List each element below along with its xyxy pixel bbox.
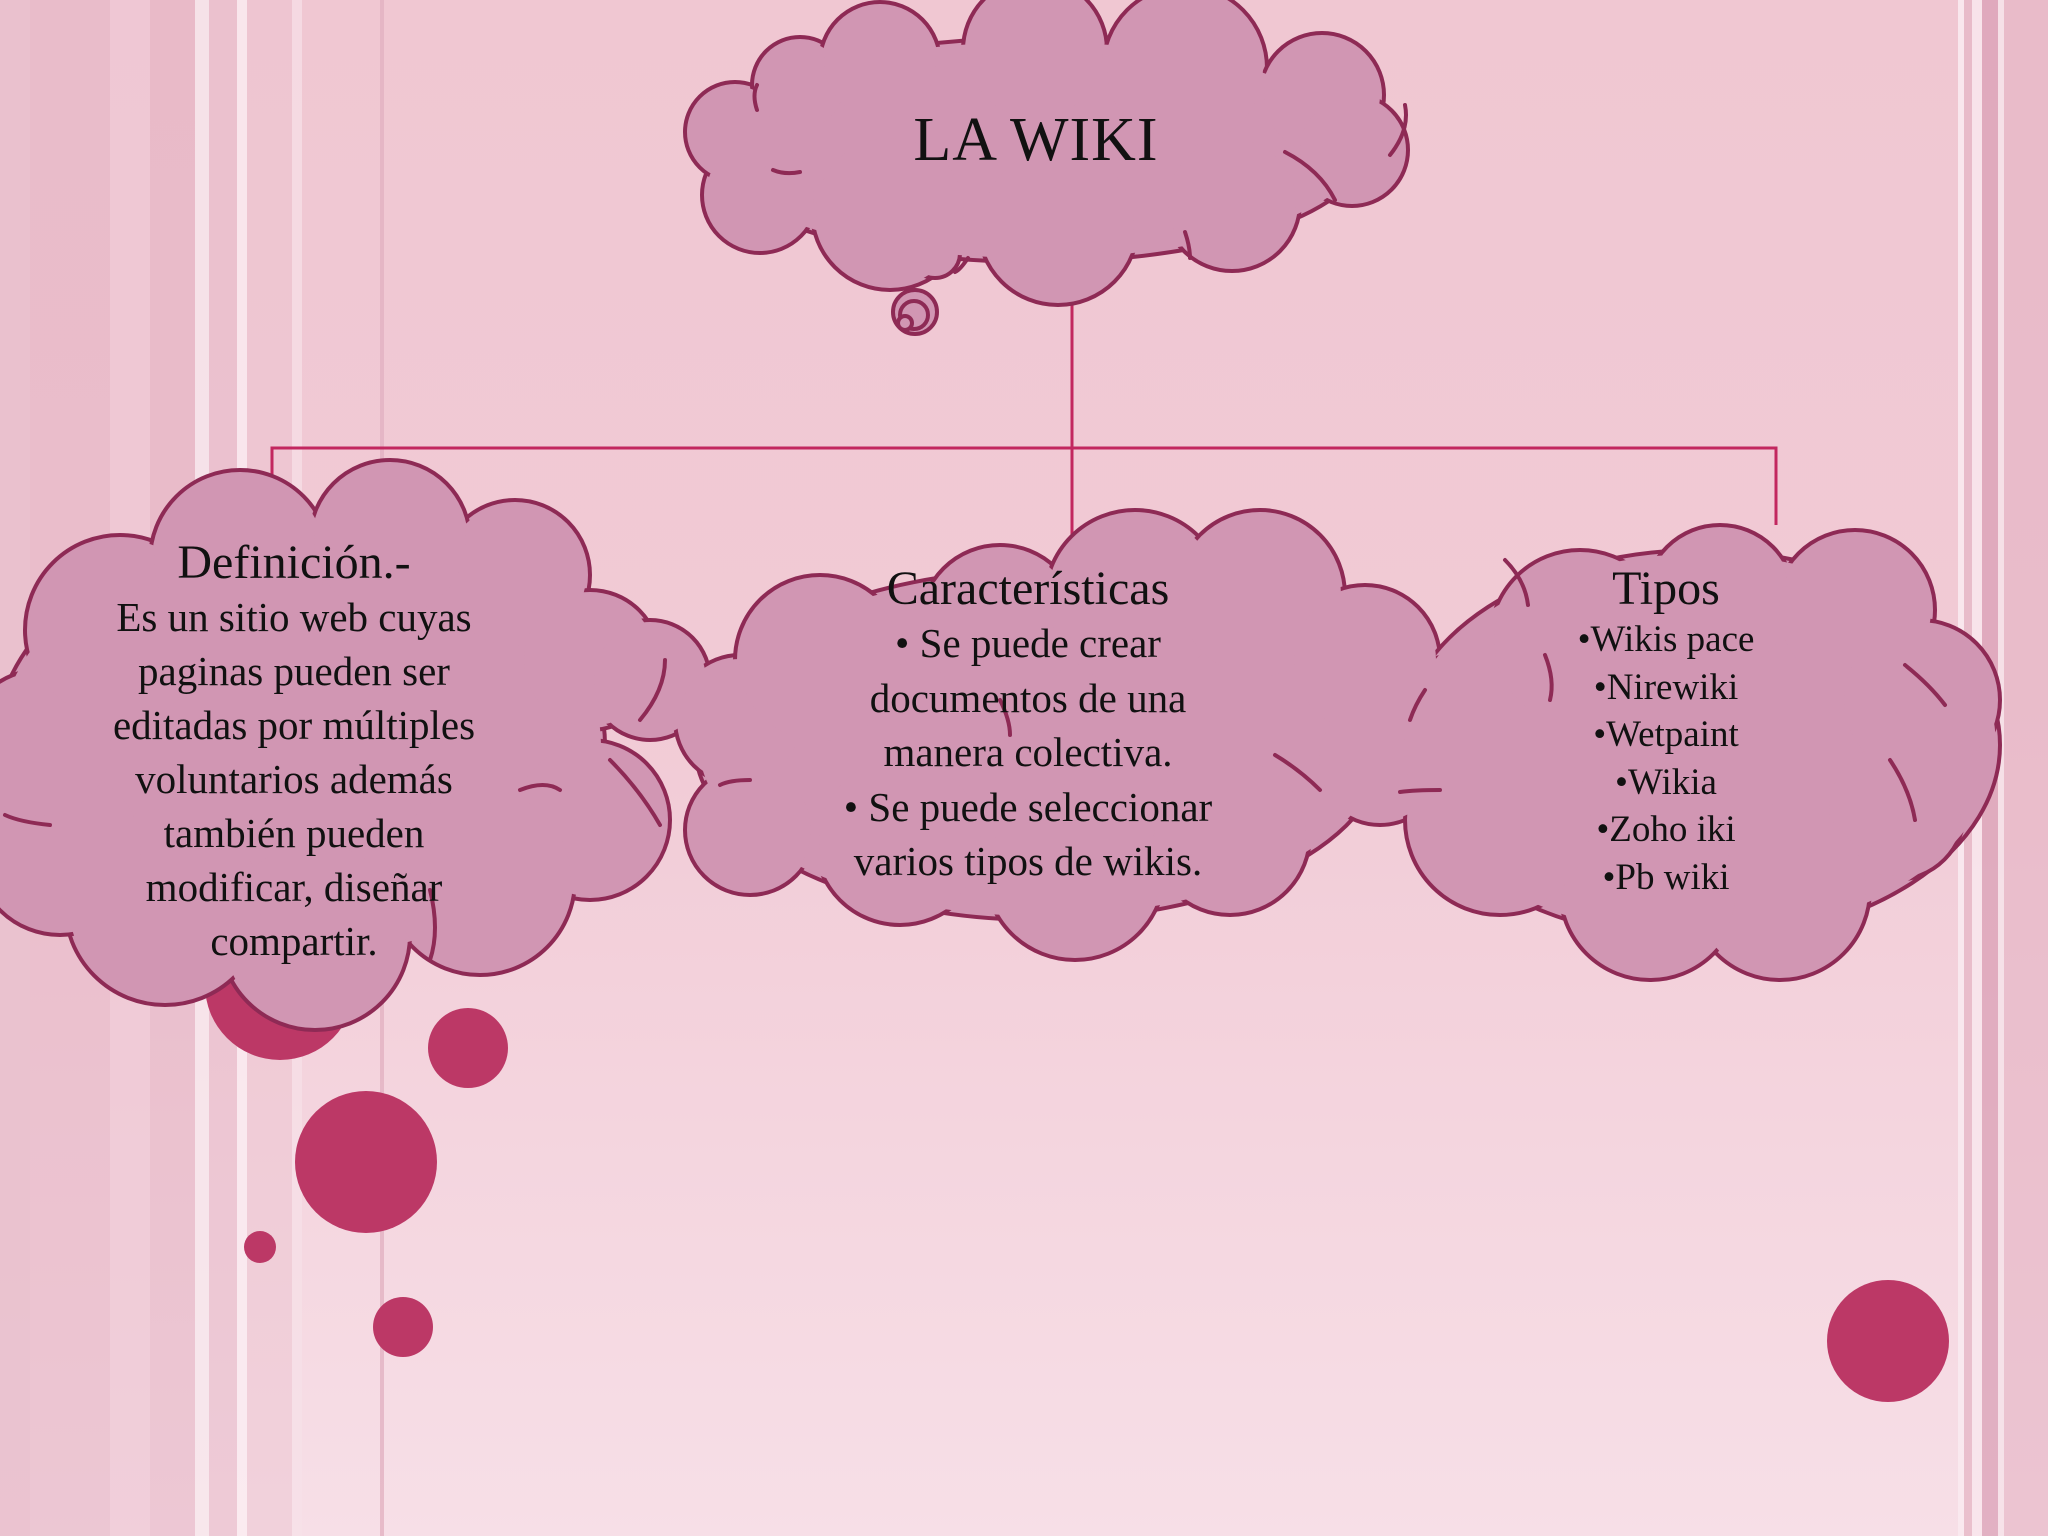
tipos-list-item: •Wetpaint (1516, 711, 1816, 759)
definicion-line: voluntarios además (44, 752, 544, 806)
tipos-list-item: •Pb wiki (1516, 854, 1816, 902)
definicion-heading: Definición.- (44, 535, 544, 590)
caracteristicas-line: • Se puede crear (778, 616, 1278, 671)
tipos-list: •Wikis pace •Nirewiki •Wetpaint •Wikia •… (1516, 616, 1816, 901)
definicion-line: también pueden (44, 806, 544, 860)
definicion-line: Es un sitio web cuyas (44, 590, 544, 644)
tipos-list-item: •Wikis pace (1516, 616, 1816, 664)
caracteristicas-node: Características • Se puede crear documen… (778, 561, 1278, 889)
tipos-heading: Tipos (1516, 561, 1816, 616)
decorative-dots (205, 910, 1949, 1402)
caracteristicas-line: documentos de una (778, 671, 1278, 726)
tipos-list-item: •Nirewiki (1516, 664, 1816, 712)
caracteristicas-line: manera colectiva. (778, 725, 1278, 780)
definicion-line: compartir. (44, 914, 544, 968)
decorative-dot (244, 1231, 276, 1263)
decorative-dot (428, 1008, 508, 1088)
decorative-dot (1827, 1280, 1949, 1402)
definicion-line: modificar, diseñar (44, 860, 544, 914)
root-title: LA WIKI (836, 105, 1236, 176)
decorative-dot (373, 1297, 433, 1357)
decorative-dot (295, 1091, 437, 1233)
definicion-node: Definición.- Es un sitio web cuyas pagin… (44, 535, 544, 968)
tipos-list-item: •Zoho iki (1516, 806, 1816, 854)
tipos-node: Tipos •Wikis pace •Nirewiki •Wetpaint •W… (1516, 561, 1816, 901)
caracteristicas-heading: Características (778, 561, 1278, 616)
caracteristicas-line: • Se puede seleccionar (778, 780, 1278, 835)
caracteristicas-body: • Se puede crear documentos de una maner… (778, 616, 1278, 889)
definicion-line: editadas por múltiples (44, 698, 544, 752)
caracteristicas-line: varios tipos de wikis. (778, 834, 1278, 889)
tipos-list-item: •Wikia (1516, 759, 1816, 807)
definicion-body: Es un sitio web cuyas paginas pueden ser… (44, 590, 544, 968)
definicion-line: paginas pueden ser (44, 644, 544, 698)
